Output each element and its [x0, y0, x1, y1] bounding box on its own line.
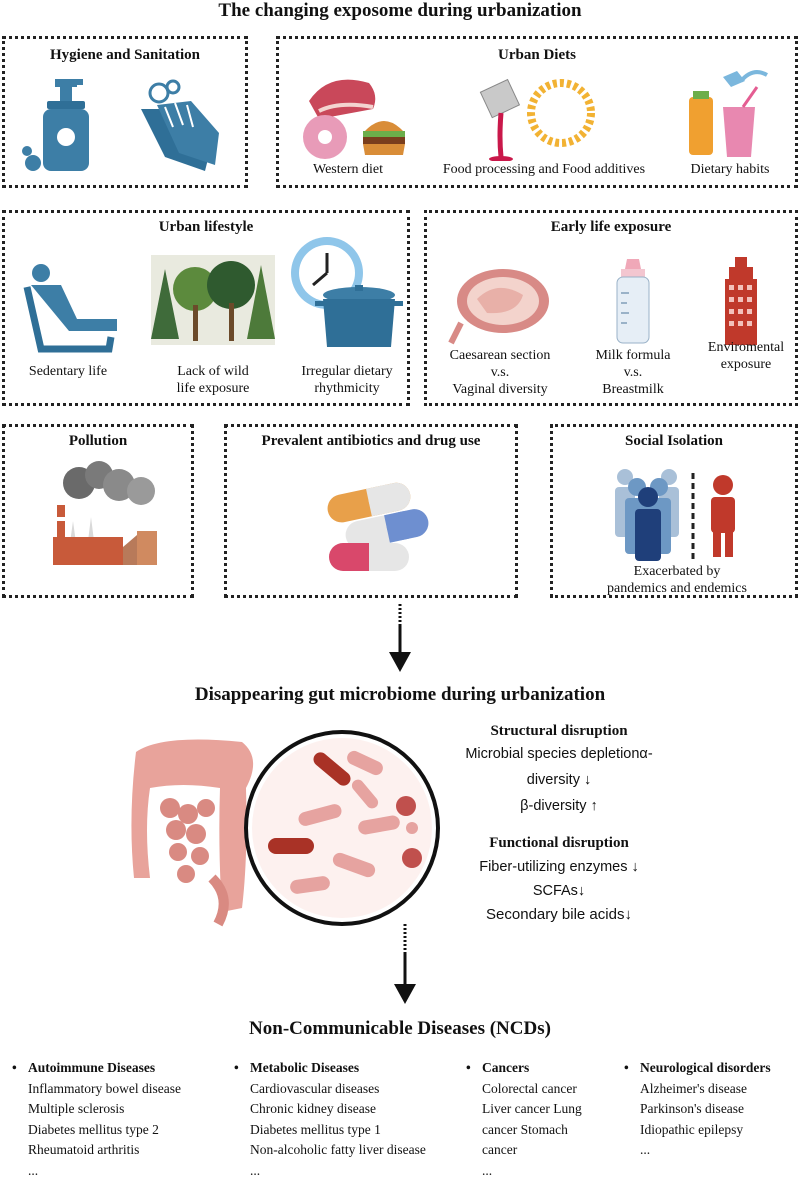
box-title: Pollution [5, 433, 191, 450]
down-arrow-icon [390, 924, 420, 1008]
western-diet-icon [299, 71, 409, 161]
structural-line: Microbial species depletionα- [444, 742, 674, 766]
ncd-heading: Neurological disorders [640, 1058, 798, 1079]
label-food-processing: Food processing and Food additives [419, 161, 669, 178]
structural-block: Structural disruption Microbial species … [444, 720, 674, 818]
functional-heading: Functional disruption [444, 832, 674, 854]
functional-block: Functional disruption Fiber-utilizing en… [444, 832, 674, 928]
building-icon [723, 257, 759, 345]
clock-pot-icon [287, 235, 403, 349]
milk-bottle-icon [613, 259, 653, 345]
factory-icon [49, 461, 159, 569]
ncd-item: ... [640, 1140, 798, 1161]
ncd-item: Non-alcoholic fatty liver disease [250, 1140, 460, 1161]
ncd-item: Multiple sclerosis [28, 1099, 228, 1120]
box-urban-lifestyle: Urban lifestyle Sedentary life Lack of w… [2, 210, 410, 406]
bullet: • [234, 1058, 239, 1079]
ncd-item: cancer [482, 1140, 612, 1161]
ncd-item: Idiopathic epilepsy [640, 1120, 798, 1141]
ncd-column-cancers: • Cancers Colorectal cancer Liver cancer… [482, 1058, 612, 1181]
soap-dispenser-icon [19, 79, 109, 179]
box-antibiotics: Prevalent antibiotics and drug use [224, 424, 518, 598]
label-irregular-text: Irregular dietary rhythmicity [287, 363, 407, 397]
label-caesarean: Caesarean section v.s. Vaginal diversity [435, 347, 565, 398]
ncd-item: Alzheimer's disease [640, 1079, 798, 1100]
label-isolation-caption: Exacerbated by pandemics and endemics [573, 563, 781, 597]
label-environmental: Enviromental exposure [691, 339, 800, 373]
ncd-item: ... [250, 1161, 460, 1181]
main-title: The changing exposome during urbanizatio… [0, 0, 800, 22]
box-early-life: Early life exposure Caesarean section v.… [424, 210, 798, 406]
ncd-item: ... [28, 1161, 228, 1181]
isolation-caption-text: Exacerbated by pandemics and endemics [573, 563, 781, 597]
box-urban-diets: Urban Diets Western diet Food processing… [276, 36, 798, 188]
label-caesarean-text: Caesarean section v.s. Vaginal diversity [435, 347, 565, 398]
bullet: • [466, 1058, 471, 1079]
structural-line: β-diversity ↑ [444, 794, 674, 818]
ncd-heading: Cancers [482, 1058, 612, 1079]
ncd-heading: Autoimmune Diseases [28, 1058, 228, 1079]
ncd-heading: Metabolic Diseases [250, 1058, 460, 1079]
food-processing-icon [479, 77, 599, 161]
ncd-item: Colorectal cancer [482, 1079, 612, 1100]
box-title: Urban lifestyle [5, 219, 407, 236]
label-wild-life-text: Lack of wild life exposure [155, 363, 271, 397]
box-title: Social Isolation [553, 433, 795, 450]
dietary-habits-icon [683, 67, 773, 159]
box-title: Hygiene and Sanitation [5, 47, 245, 64]
ncd-column-neurological: • Neurological disorders Alzheimer's dis… [640, 1058, 798, 1161]
label-wild-life: Lack of wild life exposure [155, 363, 271, 397]
box-title: Early life exposure [427, 219, 795, 236]
label-western-diet: Western diet [293, 161, 403, 178]
microbiome-title: Disappearing gut microbiome during urban… [0, 684, 800, 706]
box-hygiene: Hygiene and Sanitation [2, 36, 248, 188]
box-pollution: Pollution [2, 424, 194, 598]
sedentary-icon [21, 263, 121, 353]
ncd-column-autoimmune: • Autoimmune Diseases Inflammatory bowel… [28, 1058, 228, 1181]
box-title: Prevalent antibiotics and drug use [227, 433, 515, 450]
washing-hands-icon [135, 79, 225, 179]
label-dietary-habits: Dietary habits [675, 161, 785, 178]
ncd-item: ... [482, 1161, 612, 1181]
functional-line: Fiber-utilizing enzymes ↓ [444, 854, 674, 880]
ncd-item: Diabetes mellitus type 2 [28, 1120, 228, 1141]
ncds-title: Non-Communicable Diseases (NCDs) [0, 1018, 800, 1040]
label-environmental-text: Enviromental exposure [691, 339, 800, 373]
bullet: • [624, 1058, 629, 1079]
functional-line: SCFAs↓ [444, 880, 674, 902]
ncd-item: Inflammatory bowel disease [28, 1079, 228, 1100]
forest-icon [151, 255, 275, 345]
ncd-column-metabolic: • Metabolic Diseases Cardiovascular dise… [250, 1058, 460, 1181]
bullet: • [12, 1058, 17, 1079]
ncd-item: Liver cancer Lung [482, 1099, 612, 1120]
box-title: Urban Diets [279, 47, 795, 64]
down-arrow-icon [385, 604, 415, 676]
ncd-item: cancer Stomach [482, 1120, 612, 1141]
ncd-item: Cardiovascular diseases [250, 1079, 460, 1100]
structural-heading: Structural disruption [444, 720, 674, 742]
label-irregular: Irregular dietary rhythmicity [287, 363, 407, 397]
ncd-item: Diabetes mellitus type 1 [250, 1120, 460, 1141]
ncd-item: Rheumatoid arthritis [28, 1140, 228, 1161]
caesarean-icon [447, 263, 551, 347]
ncd-item: Chronic kidney disease [250, 1099, 460, 1120]
label-milk-formula: Milk formula v.s. Breastmilk [575, 347, 691, 398]
label-sedentary: Sedentary life [13, 363, 123, 380]
isolated-person-icon [609, 467, 759, 563]
structural-line: diversity ↓ [444, 766, 674, 794]
pills-icon [323, 481, 433, 577]
ncd-item: Parkinson's disease [640, 1099, 798, 1120]
box-social-isolation: Social Isolation Exacerbated by pandemic… [550, 424, 798, 598]
functional-line: Secondary bile acids↓ [444, 902, 674, 928]
label-milk-formula-text: Milk formula v.s. Breastmilk [575, 347, 691, 398]
gut-microbiome-icon [122, 728, 462, 928]
